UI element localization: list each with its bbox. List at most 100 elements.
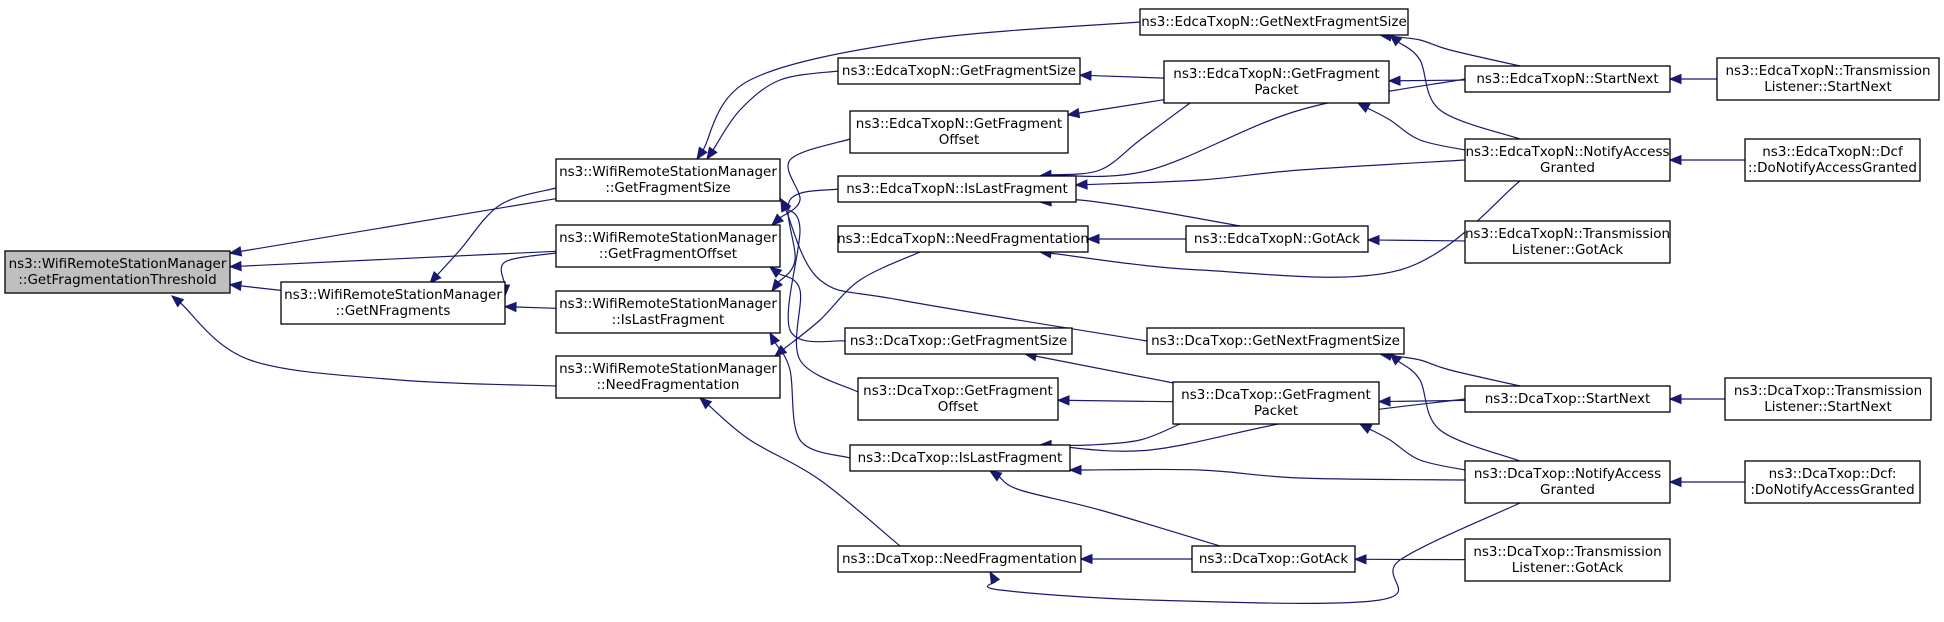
node-label: ::NeedFragmentation bbox=[597, 377, 740, 393]
edge-line bbox=[240, 198, 557, 252]
edge-line bbox=[1050, 78, 1466, 178]
arrowhead bbox=[1668, 154, 1682, 166]
edge-line bbox=[1397, 360, 1521, 462]
edge-edca_startnext-to-edca_getnextfragmentsize bbox=[1378, 31, 1521, 67]
node-dca_dcf_donotify[interactable]: ns3::DcaTxop::Dcf::DoNotifyAccessGranted bbox=[1744, 460, 1921, 504]
node-box bbox=[1464, 138, 1671, 182]
node-dca_needfragmentation[interactable]: ns3::DcaTxop::NeedFragmentation bbox=[837, 545, 1082, 573]
node-edca_needfragmentation[interactable]: ns3::EdcaTxopN::NeedFragmentation bbox=[837, 225, 1089, 253]
edge-wrsm_getfragmentoffset-to-wrsm_getnfragments bbox=[499, 252, 557, 298]
edge-wrsm_islastfragment-to-wrsm_getnfragments bbox=[503, 301, 557, 313]
edge-dca_notifyaccessgranted-to-dca_needfragmentation bbox=[986, 502, 1521, 604]
arrowhead bbox=[228, 280, 243, 292]
node-label: Offset bbox=[939, 132, 980, 148]
node-box bbox=[555, 224, 781, 268]
arrowhead bbox=[771, 278, 784, 293]
edge-line bbox=[774, 342, 851, 459]
node-dca_tl_gotack[interactable]: ns3::DcaTxop::TransmissionListener::GotA… bbox=[1464, 538, 1671, 582]
node-label: Granted bbox=[1540, 482, 1595, 498]
node-box bbox=[1464, 65, 1671, 93]
node-box bbox=[837, 57, 1081, 85]
node-dca_tl_startnext[interactable]: ns3::DcaTxop::TransmissionListener::Star… bbox=[1724, 377, 1932, 421]
edge-line bbox=[1398, 41, 1521, 140]
node-box bbox=[555, 290, 781, 334]
node-dca_gotack[interactable]: ns3::DcaTxop::GotAck bbox=[1191, 545, 1356, 573]
node-dca_getfragmentoffset[interactable]: ns3::DcaTxop::GetFragmentOffset bbox=[857, 377, 1059, 421]
node-edca_dcf_donotify[interactable]: ns3::EdcaTxopN::Dcf::DoNotifyAccessGrant… bbox=[1744, 138, 1921, 182]
node-edca_tl_startnext[interactable]: ns3::EdcaTxopN::TransmissionListener::St… bbox=[1716, 57, 1940, 101]
node-wrsm_islastfragment[interactable]: ns3::WifiRemoteStationManager::IsLastFra… bbox=[555, 290, 781, 334]
arrowhead bbox=[1356, 102, 1371, 114]
node-label: ns3::DcaTxop::Transmission bbox=[1734, 383, 1922, 399]
edge-line bbox=[240, 285, 282, 291]
edge-line bbox=[778, 188, 839, 283]
node-label: ::IsLastFragment bbox=[612, 312, 725, 328]
node-label: ::GetFragmentOffset bbox=[599, 246, 737, 262]
node-label: ns3::DcaTxop::IsLastFragment bbox=[858, 450, 1063, 466]
node-edca_notifyaccessgranted[interactable]: ns3::EdcaTxopN::NotifyAccessGranted bbox=[1464, 138, 1671, 182]
node-edca_getfragmentsize[interactable]: ns3::EdcaTxopN::GetFragmentSize bbox=[837, 57, 1081, 85]
node-dca_notifyaccessgranted[interactable]: ns3::DcaTxop::NotifyAccessGranted bbox=[1464, 460, 1671, 504]
node-label: ns3::WifiRemoteStationManager bbox=[559, 361, 777, 377]
edge-dca_notifyaccessgranted-to-dca_islastfragment bbox=[1068, 464, 1466, 481]
node-wrsm_getfragmentsize[interactable]: ns3::WifiRemoteStationManager::GetFragme… bbox=[555, 158, 781, 202]
node-edca_islastfragment[interactable]: ns3::EdcaTxopN::IsLastFragment bbox=[837, 175, 1077, 203]
node-dca_getfragmentsize[interactable]: ns3::DcaTxop::GetFragmentSize bbox=[844, 327, 1073, 355]
arrowhead bbox=[988, 470, 1003, 482]
edge-edca_needfragmentation-to-wrsm_needfragmentation bbox=[773, 251, 921, 357]
node-label: ns3::DcaTxop::GetFragment bbox=[863, 383, 1053, 399]
node-edca_getfragmentoffset[interactable]: ns3::EdcaTxopN::GetFragmentOffset bbox=[849, 110, 1069, 154]
node-box bbox=[555, 158, 781, 202]
edge-edca_getfragmentoffset-to-wrsm_getfragmentoffset bbox=[771, 138, 851, 226]
edge-line bbox=[1389, 399, 1466, 403]
node-box bbox=[280, 281, 506, 325]
edge-line bbox=[436, 187, 557, 276]
node-edca_getnextfragmentsize[interactable]: ns3::EdcaTxopN::GetNextFragmentSize bbox=[1139, 8, 1409, 36]
edge-dca_dcf_donotify-to-dca_notifyaccessgranted bbox=[1668, 476, 1745, 488]
node-root[interactable]: ns3::WifiRemoteStationManager::GetFragme… bbox=[4, 250, 231, 294]
edge-dca_notifyaccessgranted-to-dca_getfragmentpacket bbox=[1358, 423, 1466, 471]
node-box bbox=[1744, 460, 1921, 504]
edge-dca_tl_startnext-to-dca_startnext bbox=[1668, 393, 1725, 405]
edge-dca_getnextfragmentsize-to-wrsm_getfragmentsize bbox=[780, 198, 1148, 342]
node-edca_tl_gotack[interactable]: ns3::EdcaTxopN::TransmissionListener::Go… bbox=[1464, 220, 1671, 264]
node-box bbox=[1172, 381, 1380, 425]
node-label: ns3::EdcaTxopN::StartNext bbox=[1476, 71, 1658, 87]
edge-line bbox=[998, 476, 1221, 547]
edge-edca_getnextfragmentsize-to-wrsm_getfragmentsize bbox=[696, 21, 1141, 161]
node-label: ns3::WifiRemoteStationManager bbox=[9, 256, 227, 272]
arrowhead bbox=[1388, 34, 1403, 47]
edge-dca_startnext-to-dca_getnextfragmentsize bbox=[1378, 350, 1521, 387]
node-label: ns3::EdcaTxopN::IsLastFragment bbox=[846, 181, 1068, 197]
edge-line bbox=[240, 250, 557, 267]
arrowhead bbox=[1074, 179, 1088, 190]
edge-line bbox=[1050, 423, 1181, 446]
node-box bbox=[4, 250, 231, 294]
edge-line bbox=[779, 138, 851, 219]
edge-edca_notifyaccessgranted-to-edca_getnextfragmentsize bbox=[1388, 34, 1521, 140]
node-dca_islastfragment[interactable]: ns3::DcaTxop::IsLastFragment bbox=[849, 444, 1071, 472]
node-box bbox=[849, 444, 1071, 472]
node-wrsm_getnfragments[interactable]: ns3::WifiRemoteStationManager::GetNFragm… bbox=[280, 281, 506, 325]
edge-line bbox=[1050, 198, 1241, 227]
arrowhead bbox=[698, 397, 713, 410]
edge-edca_islastfragment-to-wrsm_islastfragment bbox=[771, 188, 839, 293]
arrowhead bbox=[170, 295, 185, 308]
node-dca_getnextfragmentsize[interactable]: ns3::DcaTxop::GetNextFragmentSize bbox=[1146, 327, 1405, 355]
node-box bbox=[844, 327, 1073, 355]
node-edca_startnext[interactable]: ns3::EdcaTxopN::StartNext bbox=[1464, 65, 1671, 93]
node-label: ns3::WifiRemoteStationManager bbox=[559, 296, 777, 312]
node-wrsm_needfragmentation[interactable]: ns3::WifiRemoteStationManager::NeedFragm… bbox=[555, 355, 781, 399]
edge-line bbox=[1390, 355, 1521, 387]
edge-line bbox=[500, 252, 557, 288]
edges-layer bbox=[170, 21, 1745, 604]
node-wrsm_getfragmentoffset[interactable]: ns3::WifiRemoteStationManager::GetFragme… bbox=[555, 224, 781, 268]
arrowhead bbox=[503, 301, 517, 313]
node-label: ns3::EdcaTxopN::NotifyAccess bbox=[1465, 144, 1669, 160]
arrowhead bbox=[1668, 476, 1682, 488]
node-edca_gotack[interactable]: ns3::EdcaTxopN::GotAck bbox=[1185, 225, 1369, 253]
node-dca_startnext[interactable]: ns3::DcaTxop::StartNext bbox=[1464, 385, 1671, 413]
arrowhead bbox=[989, 570, 1001, 585]
